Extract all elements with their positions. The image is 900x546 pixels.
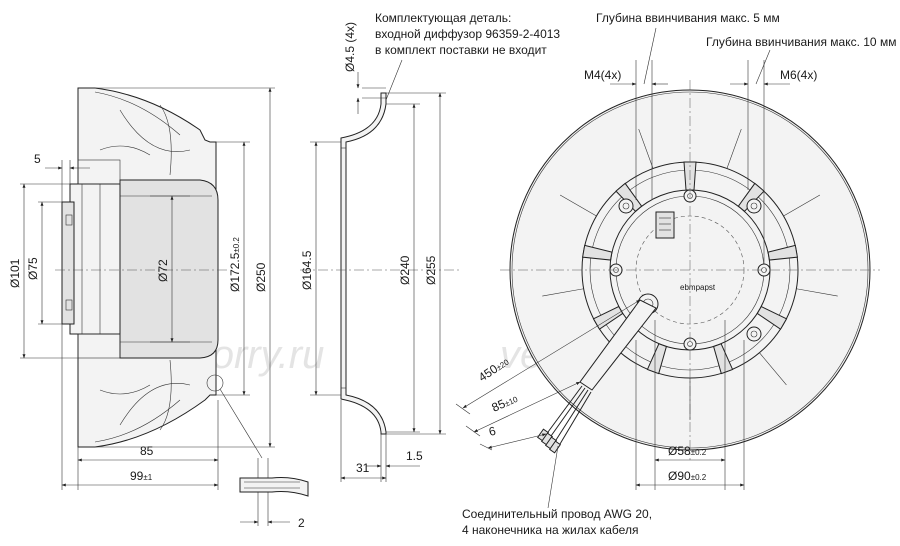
note-diffuser-line3: в комплект поставки не входит: [375, 43, 547, 57]
dim-d255: Ø255: [424, 255, 438, 285]
brand-label: ebmpapst: [680, 283, 716, 292]
dim-6: 6: [487, 424, 497, 439]
label-m6: M6(4x): [780, 68, 817, 82]
dim-99: 99±1: [130, 469, 153, 483]
dim-d4-5: Ø4.5 (4x): [343, 22, 357, 72]
motor-rotor: [119, 179, 219, 359]
rating-label: [655, 211, 675, 239]
dim-d75: Ø75: [26, 257, 40, 280]
dim-d172-5: Ø172.5±0.2: [228, 237, 242, 292]
note-diffuser-line2: входной диффузор 96359-2-4013: [375, 27, 560, 41]
note-depth-5: Глубина ввинчивания макс. 5 мм: [596, 11, 780, 25]
note-wire-line2: 4 наконечника на жилах кабеля: [462, 523, 638, 537]
dim-85: 85: [140, 444, 154, 458]
dim-5: 5: [34, 152, 41, 166]
note-depth-10: Глубина ввинчивания макс. 10 мм: [706, 35, 896, 49]
dim-d240: Ø240: [398, 255, 412, 285]
dim-d72: Ø72: [156, 259, 170, 282]
dim-1-5: 1.5: [406, 449, 423, 463]
dim-d90: Ø90±0.2: [668, 469, 707, 483]
note-wire-line1: Соединительный провод AWG 20,: [462, 507, 652, 521]
front-view: ebmpapst 450±20 85±10 6: [455, 11, 896, 537]
dim-d250: Ø250: [254, 262, 268, 292]
electronics-housing: [61, 201, 75, 325]
dim-31: 31: [356, 461, 370, 475]
diffuser-profile: [340, 92, 387, 435]
side-view: 5 Ø101 Ø75 Ø72 Ø172.5±0.2 Ø250 85 99±1: [8, 87, 309, 530]
motor-flange: [69, 183, 121, 335]
dim-2: 2: [298, 516, 305, 530]
detail-blade-edge: 2: [239, 458, 309, 530]
note-diffuser-line1: Комплектующая деталь:: [375, 11, 511, 25]
dim-d101: Ø101: [8, 258, 22, 288]
dim-85-cable: 85±10: [490, 391, 521, 415]
dim-d164-5: Ø164.5: [300, 250, 314, 290]
diffuser-view: Ø4.5 (4x) Ø164.5 Ø240 Ø255 31 1.5 Компле…: [300, 11, 560, 482]
label-m4: M4(4x): [584, 68, 621, 82]
dim-d58: Ø58±0.2: [668, 444, 707, 458]
